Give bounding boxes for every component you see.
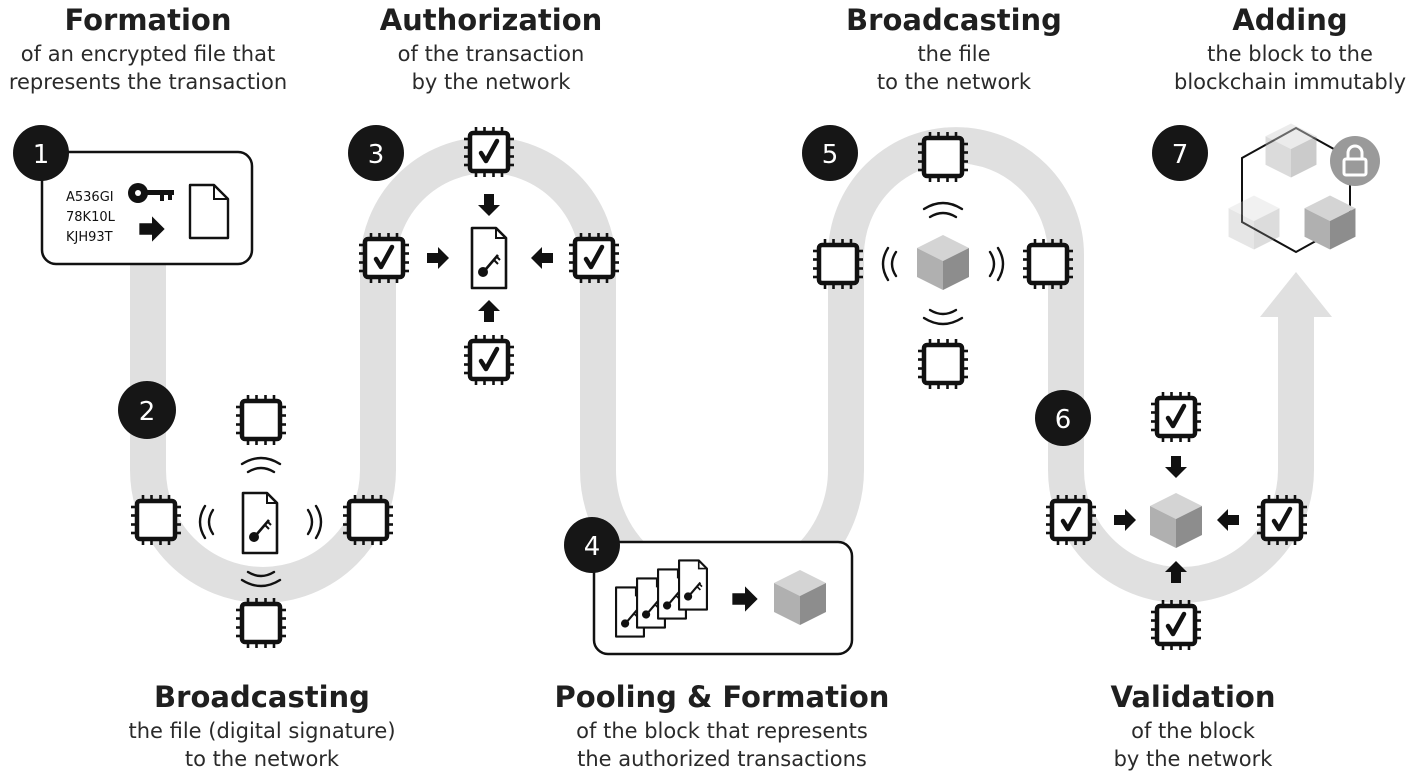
processor-chip-icon	[236, 395, 286, 445]
step-2-subtitle-line-1: the file (digital signature)	[128, 719, 395, 743]
document-icon	[188, 183, 230, 240]
signed-document-icon	[470, 226, 508, 290]
arrow-icon	[1165, 456, 1187, 478]
lock-icon	[1330, 136, 1380, 186]
step-3-badge: 3	[348, 125, 404, 181]
transaction-code-3: KJH93T	[66, 230, 113, 245]
processor-chip-icon	[1023, 239, 1073, 289]
step-3-caption: Authorization of the transaction by the …	[380, 3, 603, 94]
step-1-title: Formation	[64, 3, 231, 37]
processor-chip-icon	[343, 495, 393, 545]
signed-document-icon	[241, 491, 279, 555]
step-6-number: 6	[1055, 405, 1072, 435]
key-icon	[128, 183, 174, 203]
step-3-number: 3	[368, 140, 385, 170]
processor-chip-check-icon	[1046, 495, 1096, 545]
transaction-code-1: A536GI	[66, 190, 114, 205]
processor-chip-check-icon	[1151, 392, 1201, 442]
processor-chip-check-icon	[1151, 600, 1201, 650]
processor-chip-check-icon	[464, 335, 514, 385]
step-5-subtitle-line-2: to the network	[877, 70, 1032, 94]
step-1-subtitle-line-1: of an encrypted file that	[21, 42, 275, 66]
step-3-subtitle-line-2: by the network	[412, 70, 572, 94]
signal-waves-icon	[881, 201, 1005, 326]
path-arrowhead	[1260, 272, 1332, 317]
step-2-network	[131, 395, 393, 648]
step-1-panel: A536GI 78K10L KJH93T	[40, 150, 254, 266]
step-5-badge: 5	[802, 125, 858, 181]
arrow-icon	[531, 247, 553, 269]
step-2-number: 2	[139, 397, 156, 427]
step-2-subtitle-line-2: to the network	[185, 747, 340, 771]
signed-document-icon	[677, 559, 709, 611]
step-7-subtitle-line-1: the block to the	[1207, 42, 1373, 66]
blockchain-icon	[1228, 123, 1356, 254]
processor-chip-icon	[131, 495, 181, 545]
step-6-subtitle-line-1: of the block	[1131, 719, 1256, 743]
transaction-code-2: 78K10L	[66, 210, 116, 225]
signal-waves-icon	[198, 456, 323, 588]
arrow-icon	[478, 300, 500, 322]
step-4-number: 4	[584, 532, 601, 562]
step-2-caption: Broadcasting the file (digital signature…	[128, 680, 395, 771]
step-5-network	[813, 132, 1073, 389]
step-2-title: Broadcasting	[154, 680, 370, 714]
step-4-subtitle-line-2: the authorized transactions	[577, 747, 867, 771]
block-cube-icon	[917, 235, 969, 290]
processor-chip-check-icon	[569, 233, 619, 283]
step-1-subtitle-line-2: represents the transaction	[9, 70, 287, 94]
step-4-subtitle-line-1: of the block that represents	[576, 719, 868, 743]
arrow-icon	[427, 247, 449, 269]
processor-chip-check-icon	[1257, 495, 1307, 545]
step-6-subtitle-line-2: by the network	[1114, 747, 1274, 771]
step-6-caption: Validation of the block by the network	[1110, 680, 1275, 771]
step-5-caption: Broadcasting the file to the network	[846, 3, 1062, 94]
step-3-subtitle-line-1: of the transaction	[398, 42, 585, 66]
step-7-subtitle-line-2: blockchain immutably	[1174, 70, 1406, 94]
processor-chip-icon	[236, 598, 286, 648]
step-5-number: 5	[822, 140, 839, 170]
step-4-title: Pooling & Formation	[555, 680, 890, 714]
step-1-caption: Formation of an encrypted file that repr…	[9, 3, 287, 94]
step-5-subtitle-line-1: the file	[917, 42, 990, 66]
processor-chip-icon	[918, 132, 968, 182]
step-1-badge: 1	[13, 125, 69, 181]
step-3-title: Authorization	[380, 3, 603, 37]
step-7-badge: 7	[1152, 125, 1208, 181]
processor-chip-icon	[813, 239, 863, 289]
step-5-title: Broadcasting	[846, 3, 1062, 37]
step-1-number: 1	[33, 140, 50, 170]
step-7-number: 7	[1172, 140, 1189, 170]
step-4-badge: 4	[564, 517, 620, 573]
step-7-title: Adding	[1232, 3, 1347, 37]
processor-chip-check-icon	[464, 127, 514, 177]
step-4-caption: Pooling & Formation of the block that re…	[555, 680, 890, 771]
arrow-icon	[1217, 509, 1239, 531]
block-cube-icon	[1150, 493, 1202, 548]
processor-chip-check-icon	[359, 233, 409, 283]
arrow-icon	[478, 194, 500, 216]
processor-chip-icon	[918, 339, 968, 389]
step-6-title: Validation	[1110, 680, 1275, 714]
step-2-badge: 2	[118, 381, 176, 439]
arrow-icon	[1114, 509, 1136, 531]
step-4-panel	[592, 540, 854, 656]
step-7-caption: Adding the block to the blockchain immut…	[1174, 3, 1406, 94]
step-6-badge: 6	[1035, 390, 1091, 446]
